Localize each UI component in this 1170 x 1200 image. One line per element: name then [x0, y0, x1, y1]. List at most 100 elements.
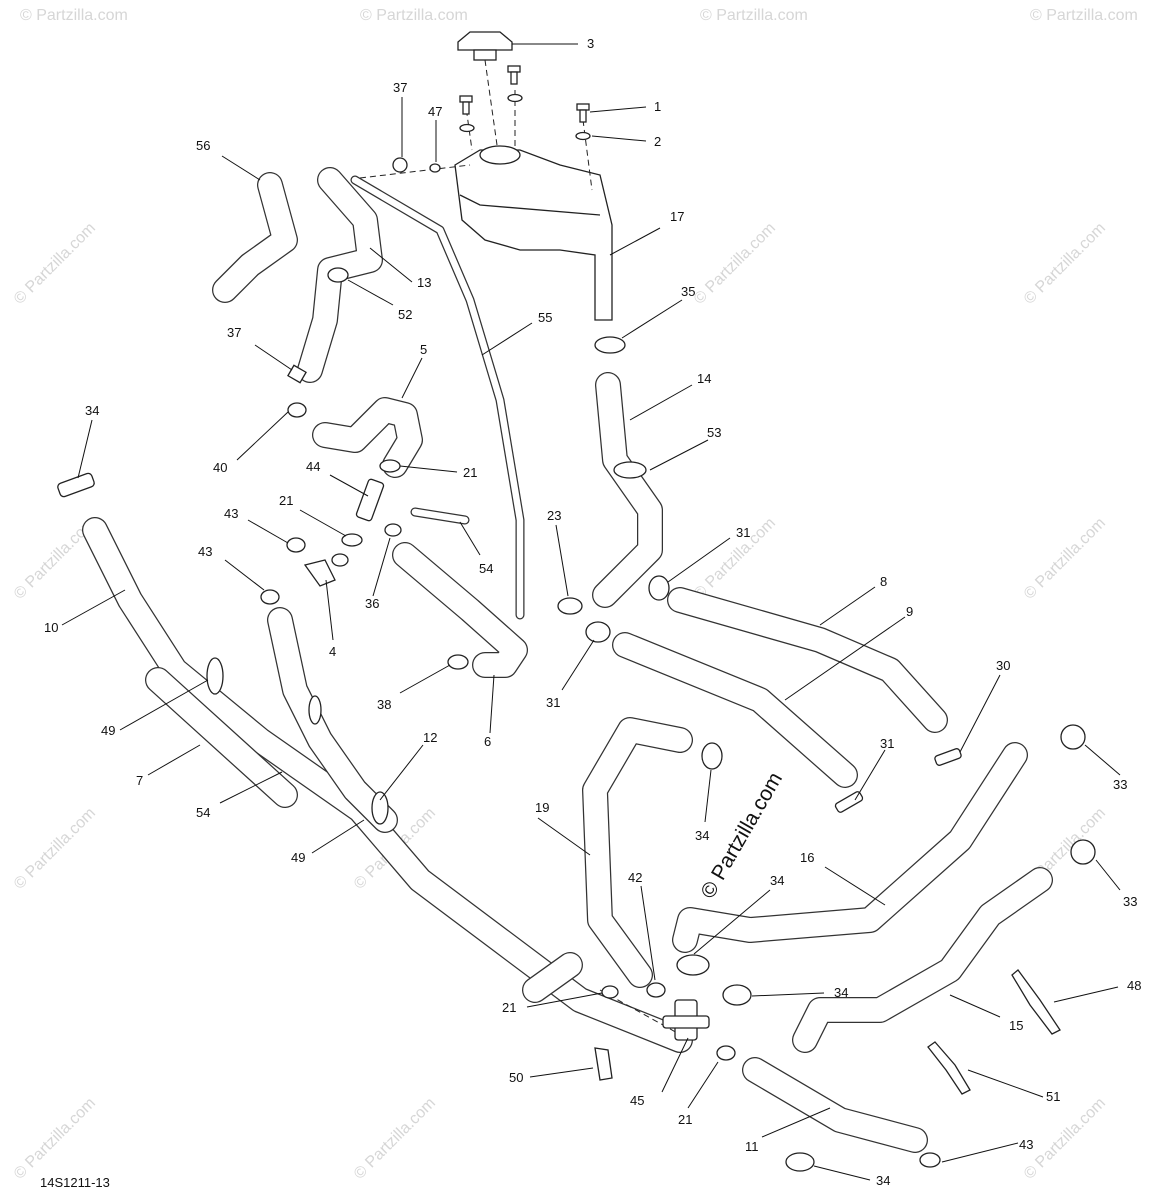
callout-14: 14: [697, 371, 711, 386]
tube-54: [410, 507, 470, 525]
callout-12: 12: [423, 730, 437, 745]
clamp-23: [557, 597, 583, 615]
bolt-1: [576, 103, 590, 123]
callout-1: 1: [654, 99, 661, 114]
clamp-31-b: [585, 621, 611, 643]
callout-13: 13: [417, 275, 431, 290]
callout-21: 21: [678, 1112, 692, 1127]
callout-43: 43: [1019, 1137, 1033, 1152]
callout-31: 31: [546, 695, 560, 710]
callout-43: 43: [198, 544, 212, 559]
clamp-21-d: [716, 1045, 736, 1061]
callout-37: 37: [227, 325, 241, 340]
callout-31: 31: [880, 736, 894, 751]
radiator-cap: [457, 31, 513, 61]
watermark: © Partzilla.com: [1021, 1095, 1109, 1183]
sleeve-34: [57, 472, 95, 498]
strap-48: [1011, 969, 1061, 1035]
callout-48: 48: [1127, 978, 1141, 993]
callout-11: 11: [745, 1139, 759, 1154]
sleeve-30: [934, 748, 962, 766]
callout-7: 7: [136, 773, 143, 788]
sleeve-31-c: [834, 791, 864, 813]
callout-5: 5: [420, 342, 427, 357]
callout-42: 42: [628, 870, 642, 885]
reference-code: 14S1211-13: [40, 1175, 110, 1190]
watermark: © Partzilla.com: [20, 7, 128, 24]
clamp-37-top: [392, 157, 408, 173]
callout-34: 34: [876, 1173, 890, 1188]
clamp-34-e: [785, 1152, 815, 1172]
strap-49-a: [206, 657, 224, 695]
clamp-36: [384, 523, 402, 537]
strap-49-c: [308, 695, 322, 725]
strap-49-b: [371, 791, 389, 825]
callout-34: 34: [834, 985, 848, 1000]
callout-56: 56: [196, 138, 210, 153]
clamp-43-c: [919, 1152, 941, 1168]
leader-lines: [61, 43, 1121, 1181]
washer-2: [575, 131, 591, 141]
clamp-31-a: [648, 575, 670, 601]
callout-3: 3: [587, 36, 594, 51]
clamp-38: [447, 654, 469, 670]
clamp-21-a: [379, 459, 401, 473]
callout-49: 49: [101, 723, 115, 738]
callout-23: 23: [547, 508, 561, 523]
hose-9: [612, 632, 858, 788]
clamp-34-c: [676, 954, 710, 976]
callout-36: 36: [365, 596, 379, 611]
tee-fitting-45: [662, 999, 710, 1041]
hose-19: [582, 717, 693, 988]
clamp-42: [646, 982, 666, 998]
callout-21: 21: [502, 1000, 516, 1015]
hose-11: [742, 1057, 928, 1153]
callout-50: 50: [509, 1070, 523, 1085]
callout-21: 21: [279, 493, 293, 508]
callout-19: 19: [535, 800, 549, 815]
callout-21: 21: [463, 465, 477, 480]
callout-55: 55: [538, 310, 552, 325]
hose-56: [212, 172, 298, 303]
watermark: © Partzilla.com: [11, 1095, 99, 1183]
elbow-4: [303, 553, 349, 587]
strap-50: [594, 1047, 613, 1081]
callout-47: 47: [428, 104, 442, 119]
callout-33: 33: [1123, 894, 1137, 909]
watermark: © Partzilla.com: [691, 515, 779, 603]
hose-14: [592, 372, 663, 608]
callout-31: 31: [736, 525, 750, 540]
callout-10: 10: [44, 620, 58, 635]
clamp-52: [327, 267, 349, 283]
fitting-47: [429, 163, 441, 173]
watermark: © Partzilla.com: [1021, 515, 1109, 603]
callout-49: 49: [291, 850, 305, 865]
hose-16: [672, 742, 1028, 953]
callout-8: 8: [880, 574, 887, 589]
watermark: © Partzilla.com: [360, 7, 468, 24]
callout-54: 54: [196, 805, 210, 820]
clamp-33-a: [1060, 724, 1086, 750]
coolant-reservoir: [454, 145, 613, 321]
bolt-right: [507, 65, 523, 103]
clamp-21-b: [341, 533, 363, 547]
watermark: © Partzilla.com: [11, 805, 99, 893]
bolt-left: [459, 95, 475, 133]
callout-16: 16: [800, 850, 814, 865]
callout-34: 34: [695, 828, 709, 843]
watermark: © Partzilla.com: [700, 7, 808, 24]
watermark: © Partzilla.com: [11, 220, 99, 308]
tube-55: [350, 175, 525, 620]
callout-2: 2: [654, 134, 661, 149]
callout-53: 53: [707, 425, 721, 440]
hose-6: [392, 542, 528, 678]
hose-13-top: [297, 167, 383, 383]
callout-34: 34: [85, 403, 99, 418]
hose-7: [145, 667, 298, 808]
watermark: © Partzilla.com: [351, 1095, 439, 1183]
clamp-40: [287, 402, 307, 418]
watermark: © Partzilla.com: [691, 220, 779, 308]
hose-5: [312, 397, 423, 478]
callout-38: 38: [377, 697, 391, 712]
